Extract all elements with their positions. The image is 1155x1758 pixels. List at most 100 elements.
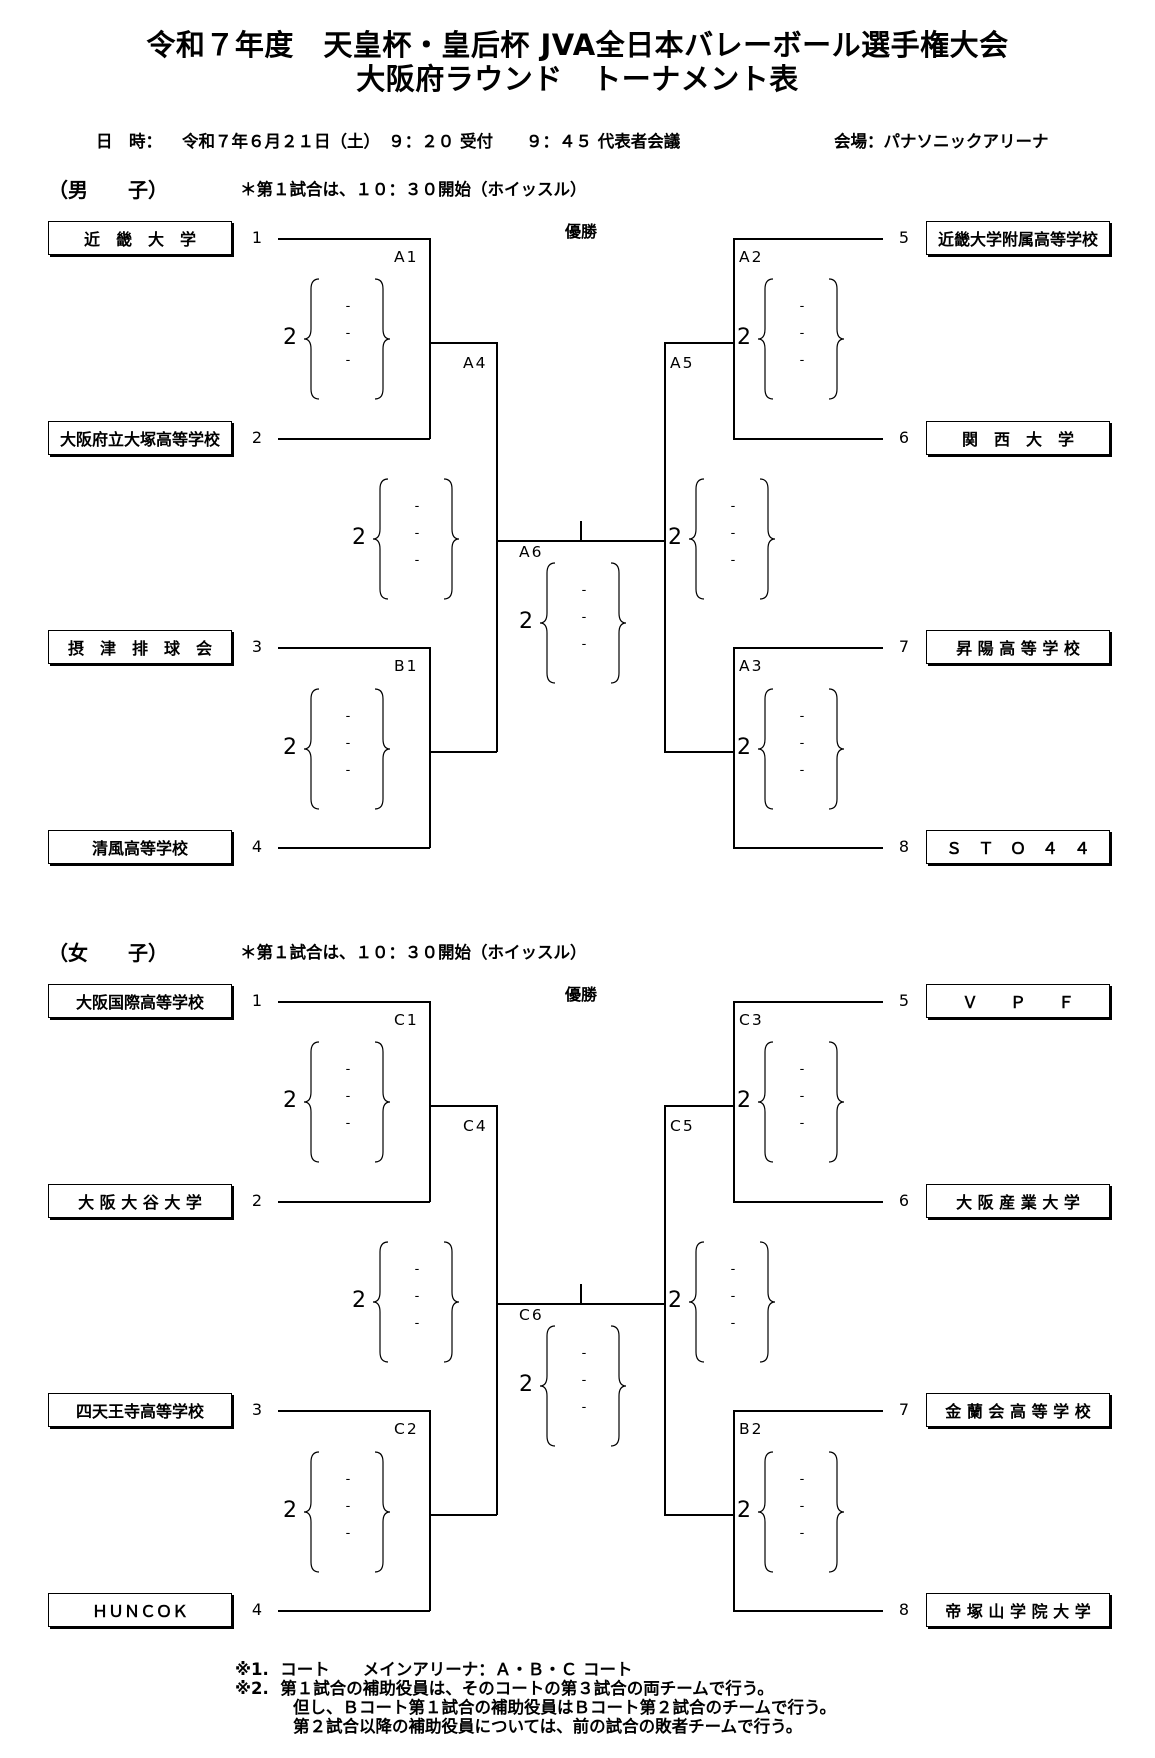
bracket-line bbox=[580, 521, 582, 540]
score-braces bbox=[757, 1041, 845, 1163]
team-box-right: Ｓ Ｔ Ｏ ４ ４ bbox=[926, 830, 1110, 864]
bracket-line bbox=[664, 342, 734, 344]
page-title: 令和７年度 天皇杯・皇后杯 JVA全日本バレーボール選手権大会 bbox=[146, 28, 1009, 62]
team-box-right: 帝 塚 山 学 院 大 学 bbox=[926, 1593, 1110, 1627]
bracket-line bbox=[496, 540, 665, 542]
seed-number: 8 bbox=[898, 1600, 910, 1619]
bracket-line bbox=[429, 1410, 431, 1611]
score-braces bbox=[372, 478, 460, 600]
score-dash: - bbox=[345, 763, 351, 778]
score-dash: - bbox=[730, 526, 736, 541]
score-group: 2--- bbox=[737, 1040, 857, 1164]
bracket-line bbox=[429, 1514, 497, 1516]
set-count: 2 bbox=[283, 1498, 297, 1523]
bracket-line bbox=[278, 847, 430, 849]
bracket-line bbox=[278, 238, 430, 240]
score-braces bbox=[757, 1451, 845, 1573]
score-dash: - bbox=[345, 1062, 351, 1077]
section-header: （男 子） bbox=[48, 178, 168, 202]
seed-number: 2 bbox=[251, 1191, 263, 1210]
team-box-right: 大 阪 産 業 大 学 bbox=[926, 1184, 1110, 1218]
score-dash: - bbox=[799, 1062, 805, 1077]
bracket-line bbox=[278, 1001, 430, 1003]
bracket-line bbox=[664, 1105, 666, 1515]
match-label: A2 bbox=[739, 248, 764, 266]
bracket-line bbox=[733, 1610, 883, 1612]
venue-text: 会場：パナソニックアリーナ bbox=[834, 132, 1049, 151]
bracket-line bbox=[733, 847, 883, 849]
set-count: 2 bbox=[737, 1088, 751, 1113]
bracket-line bbox=[496, 1303, 665, 1305]
score-dash: - bbox=[345, 736, 351, 751]
bracket-line bbox=[496, 342, 498, 752]
bracket-line bbox=[733, 1001, 735, 1202]
bracket-line bbox=[733, 1410, 735, 1611]
seed-number: 5 bbox=[898, 228, 910, 247]
match-label: C1 bbox=[394, 1011, 419, 1029]
score-group: 2--- bbox=[283, 687, 403, 811]
score-dash: - bbox=[730, 1316, 736, 1331]
set-count: 2 bbox=[283, 735, 297, 760]
bracket-line bbox=[733, 647, 735, 848]
seed-number: 8 bbox=[898, 837, 910, 856]
score-braces bbox=[757, 688, 845, 810]
set-count: 2 bbox=[737, 1498, 751, 1523]
team-box-left: 四天王寺高等学校 bbox=[48, 1393, 232, 1427]
team-box-left: 大阪府立大塚高等学校 bbox=[48, 421, 232, 455]
score-group: 2--- bbox=[519, 561, 639, 685]
set-count: 2 bbox=[519, 609, 533, 634]
score-group: 2--- bbox=[668, 1240, 788, 1364]
score-dash: - bbox=[345, 1089, 351, 1104]
bracket-line bbox=[278, 647, 430, 649]
score-dash: - bbox=[581, 637, 587, 652]
score-dash: - bbox=[799, 1116, 805, 1131]
score-braces bbox=[372, 1241, 460, 1363]
score-dash: - bbox=[799, 1526, 805, 1541]
bracket-line bbox=[496, 1105, 498, 1515]
match-label: A6 bbox=[519, 543, 544, 561]
date-value: 令和７年６月２１日（土） ９：２０ 受付 ９：４５ 代表者会議 bbox=[182, 132, 681, 151]
score-dash: - bbox=[730, 553, 736, 568]
set-count: 2 bbox=[737, 735, 751, 760]
set-count: 2 bbox=[283, 1088, 297, 1113]
score-dash: - bbox=[730, 1262, 736, 1277]
score-dash: - bbox=[581, 610, 587, 625]
seed-number: 1 bbox=[251, 991, 263, 1010]
score-dash: - bbox=[414, 1262, 420, 1277]
bracket-line bbox=[429, 1105, 497, 1107]
bracket-line bbox=[429, 342, 497, 344]
note-4: 第２試合以降の補助役員については、前の試合の敗者チームで行う。 bbox=[293, 1717, 803, 1736]
score-braces bbox=[688, 1241, 776, 1363]
bracket-line bbox=[733, 238, 883, 240]
match-label: A4 bbox=[463, 354, 488, 372]
set-count: 2 bbox=[668, 525, 682, 550]
score-dash: - bbox=[581, 1346, 587, 1361]
section-header: （女 子） bbox=[48, 941, 168, 965]
score-dash: - bbox=[581, 1400, 587, 1415]
match-label: A3 bbox=[739, 657, 764, 675]
seed-number: 4 bbox=[251, 1600, 263, 1619]
score-group: 2--- bbox=[668, 477, 788, 601]
score-braces bbox=[303, 1451, 391, 1573]
team-box-left: 大 阪 大 谷 大 学 bbox=[48, 1184, 232, 1218]
score-dash: - bbox=[799, 1499, 805, 1514]
match-label: C5 bbox=[670, 1117, 695, 1135]
match-label: C6 bbox=[519, 1306, 544, 1324]
bracket-line bbox=[733, 647, 883, 649]
match-label: A1 bbox=[394, 248, 419, 266]
match-label: A5 bbox=[670, 354, 695, 372]
set-count: 2 bbox=[737, 325, 751, 350]
bracket-line bbox=[429, 238, 431, 439]
score-dash: - bbox=[345, 299, 351, 314]
score-group: 2--- bbox=[283, 1040, 403, 1164]
score-dash: - bbox=[345, 353, 351, 368]
score-dash: - bbox=[581, 1373, 587, 1388]
score-braces bbox=[539, 562, 627, 684]
team-box-left: 清風高等学校 bbox=[48, 830, 232, 864]
score-dash: - bbox=[414, 499, 420, 514]
score-dash: - bbox=[345, 1472, 351, 1487]
bracket-line bbox=[733, 1201, 883, 1203]
bracket-line bbox=[664, 1105, 734, 1107]
team-box-left: 大阪国際高等学校 bbox=[48, 984, 232, 1018]
score-dash: - bbox=[799, 353, 805, 368]
